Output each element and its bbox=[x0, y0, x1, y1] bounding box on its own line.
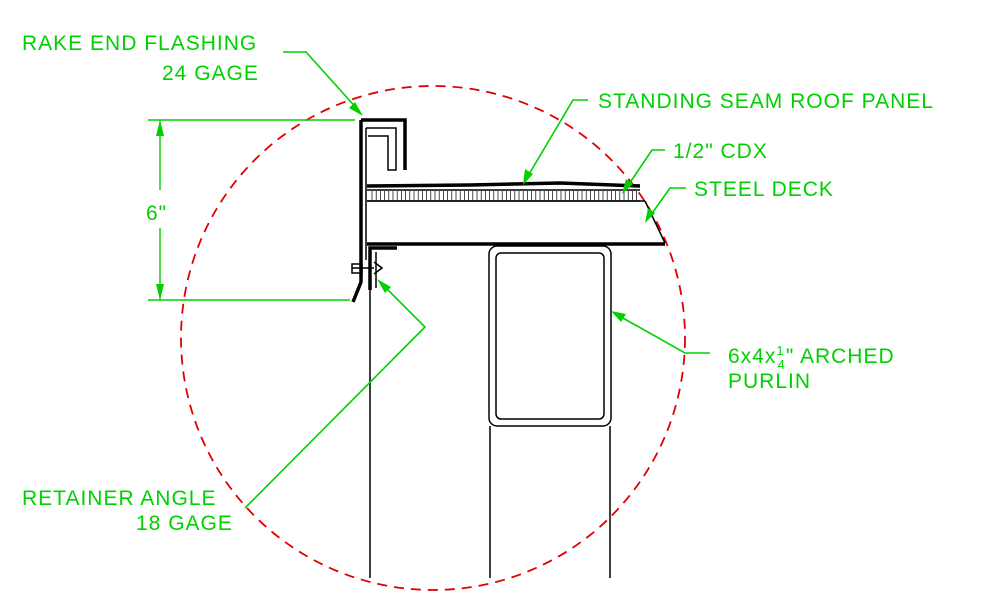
leader-retainer-angle bbox=[244, 279, 427, 509]
purlin-frac-den: 4 bbox=[778, 357, 786, 372]
label-retainer-gage: 18 GAGE bbox=[136, 512, 233, 535]
purlin-size: 6x4x bbox=[728, 345, 776, 368]
retainer-angle bbox=[351, 246, 397, 290]
leader-cdx bbox=[622, 149, 665, 194]
purlin-arched: " ARCHED bbox=[786, 345, 895, 368]
label-standing-seam: STANDING SEAM ROOF PANEL bbox=[598, 90, 934, 113]
arched-purlin bbox=[488, 245, 612, 578]
steel-deck bbox=[367, 200, 666, 246]
label-rake-end-flashing: RAKE END FLASHING bbox=[22, 32, 257, 55]
label-retainer-angle: RETAINER ANGLE bbox=[22, 487, 217, 510]
leader-standing-seam bbox=[523, 99, 588, 185]
standing-seam-roof-panel bbox=[366, 181, 641, 188]
label-steel-deck: STEEL DECK bbox=[694, 178, 834, 201]
leader-rake-end-flashing bbox=[283, 51, 363, 116]
detail-circle bbox=[180, 85, 686, 591]
dimension-label: 6" bbox=[146, 202, 167, 225]
leader-steel-deck bbox=[645, 187, 686, 223]
cdx-sheathing bbox=[367, 189, 640, 202]
leader-purlin bbox=[611, 311, 710, 354]
purlin-frac-num: 1 bbox=[776, 343, 784, 358]
rake-end-flashing bbox=[351, 118, 407, 303]
label-rake-gage: 24 GAGE bbox=[162, 62, 259, 85]
label-cdx: 1/2" CDX bbox=[673, 140, 768, 163]
label-purlin-line2: PURLIN bbox=[728, 370, 811, 393]
dimension-6in bbox=[148, 119, 355, 301]
cdx-hatch bbox=[371, 191, 637, 200]
